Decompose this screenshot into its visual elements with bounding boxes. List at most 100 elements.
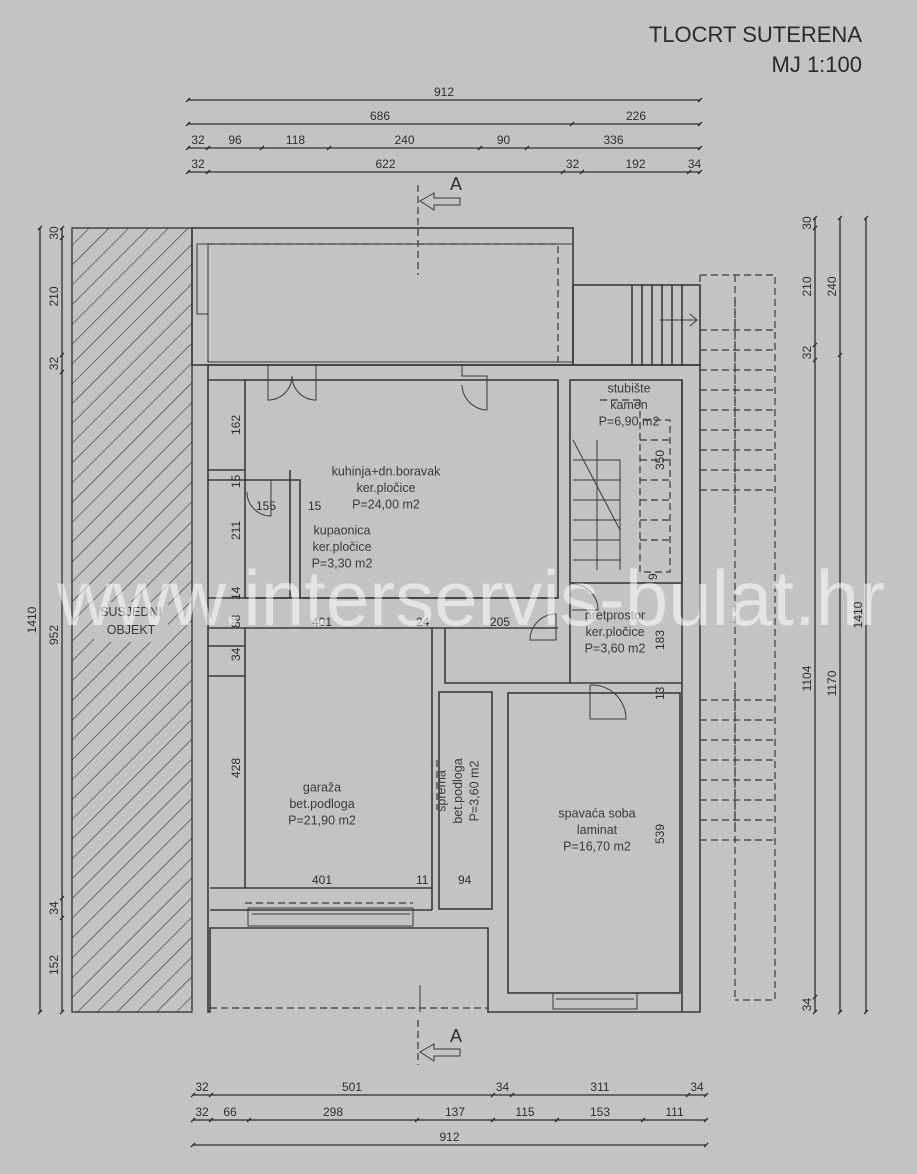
section-marker-top: A <box>417 174 462 275</box>
svg-text:A: A <box>450 174 462 194</box>
room-name: kuhinja+dn.boravak <box>332 465 442 479</box>
dimension-label: 96 <box>228 133 242 147</box>
interior-dimension-label: 15 <box>229 474 243 488</box>
room-floor: bet.podloga <box>451 758 465 823</box>
neighbor-label-2: OBJEKT <box>107 623 156 637</box>
dimension-label: 66 <box>223 1105 237 1119</box>
room-name: garaža <box>303 781 341 795</box>
dimension-label: 32 <box>566 157 580 171</box>
interior-dimension-label: 94 <box>458 873 472 887</box>
room-name: spavaća soba <box>558 807 635 821</box>
dimension-label: 34 <box>800 998 814 1012</box>
dimension-lines: 912 686 226 32 96 118 240 90 336 32 622 32 192 34 32 50… <box>25 85 869 1148</box>
room-name: kupaonica <box>314 524 371 538</box>
dimension-label: 1104 <box>800 665 814 691</box>
interior-dimension-label: 9 <box>646 573 660 580</box>
dimension-label: 90 <box>497 133 511 147</box>
dimension-label: 34 <box>690 1080 704 1094</box>
dimension-label: 192 <box>625 157 645 171</box>
dimension-label: 32 <box>195 1105 209 1119</box>
dimension-label: 30 <box>800 216 814 230</box>
room-area: P=3,30 m2 <box>312 557 373 571</box>
dimension-label: 111 <box>665 1105 684 1119</box>
dimension-label: 32 <box>47 357 61 371</box>
dimension-label: 912 <box>434 85 454 99</box>
room-area: P=6,90 m2 <box>599 415 660 429</box>
dimension-label: 1410 <box>851 601 865 628</box>
room-area: P=3,60 m2 <box>585 642 646 656</box>
dimension-label: 501 <box>342 1080 362 1094</box>
interior-dimension-label: 401 <box>312 615 332 629</box>
dimension-label: 115 <box>515 1105 534 1119</box>
dimension-label: 622 <box>375 157 395 171</box>
dimension-label: 152 <box>47 955 61 975</box>
dimension-label: 32 <box>191 157 205 171</box>
dimension-label: 118 <box>286 133 305 147</box>
dimension-label: 210 <box>47 286 61 306</box>
dimension-label: 1170 <box>825 670 839 696</box>
plan-title: TLOCRT SUTERENA <box>649 22 862 47</box>
room-floor: ker.pločice <box>356 481 415 495</box>
svg-text:A: A <box>450 1026 462 1046</box>
interior-dimension-label: 88 <box>229 614 243 628</box>
interior-dimension-label: 205 <box>490 615 510 629</box>
watermark: www.interservis-bulat.hr <box>56 554 885 642</box>
interior-dimension-label: 539 <box>653 824 667 844</box>
room-floor: laminat <box>577 823 618 837</box>
interior-dimension-label: 211 <box>229 521 243 540</box>
interior-dimension-label: 183 <box>653 630 667 650</box>
dimension-label: 686 <box>370 109 390 123</box>
dimension-label: 34 <box>496 1080 510 1094</box>
interior-dimension-label: 34 <box>229 647 243 661</box>
stairs <box>572 274 776 1001</box>
interior-dimension-label: 350 <box>653 450 667 470</box>
interior-dimension-label: 24 <box>416 615 430 629</box>
dimension-label: 952 <box>47 625 61 645</box>
dimension-label: 153 <box>590 1105 610 1119</box>
dimension-label: 34 <box>47 901 61 915</box>
interior-dimension-label: 11 <box>416 873 429 887</box>
dimension-label: 240 <box>825 276 839 296</box>
interior-dimension-label: 428 <box>229 758 243 778</box>
interior-dimension-label: 401 <box>312 873 332 887</box>
section-marker-bottom: A <box>417 1020 462 1065</box>
room-name: sprema <box>435 770 449 812</box>
dimension-label: 912 <box>439 1130 459 1144</box>
room-name: stubište <box>607 382 650 396</box>
dimension-label: 32 <box>191 133 205 147</box>
interior-dimension-label: 15 <box>308 499 322 513</box>
interior-dimension-label: 13 <box>653 686 667 700</box>
interior-dimension-label: 162 <box>229 415 243 435</box>
dimension-label: 34 <box>688 157 702 171</box>
room-floor: ker.pločice <box>312 540 371 554</box>
dimension-label: 137 <box>445 1105 465 1119</box>
interior-dimension-label: 155 <box>256 499 276 513</box>
room-floor: ker.pločice <box>585 625 644 639</box>
neighbor-label: SUSJEDNI <box>100 605 162 619</box>
dimension-label: 32 <box>195 1080 209 1094</box>
dimension-label: 32 <box>800 346 814 360</box>
dimension-label: 240 <box>394 133 414 147</box>
room-name: pretprostor <box>585 609 645 623</box>
interior-dimension-label: 14 <box>229 586 243 600</box>
room-area: P=3,60 m2 <box>468 761 482 822</box>
room-area: P=16,70 m2 <box>563 840 631 854</box>
room-area: P=24,00 m2 <box>352 498 420 512</box>
room-area: P=21,90 m2 <box>288 814 356 828</box>
dimension-label: 226 <box>626 109 646 123</box>
room-floor: kamen <box>610 398 648 412</box>
dimension-label: 311 <box>590 1080 609 1094</box>
dimension-label: 1410 <box>25 606 39 633</box>
dimension-label: 336 <box>603 133 623 147</box>
dimension-label: 298 <box>323 1105 343 1119</box>
plan-scale: MJ 1:100 <box>772 52 863 77</box>
